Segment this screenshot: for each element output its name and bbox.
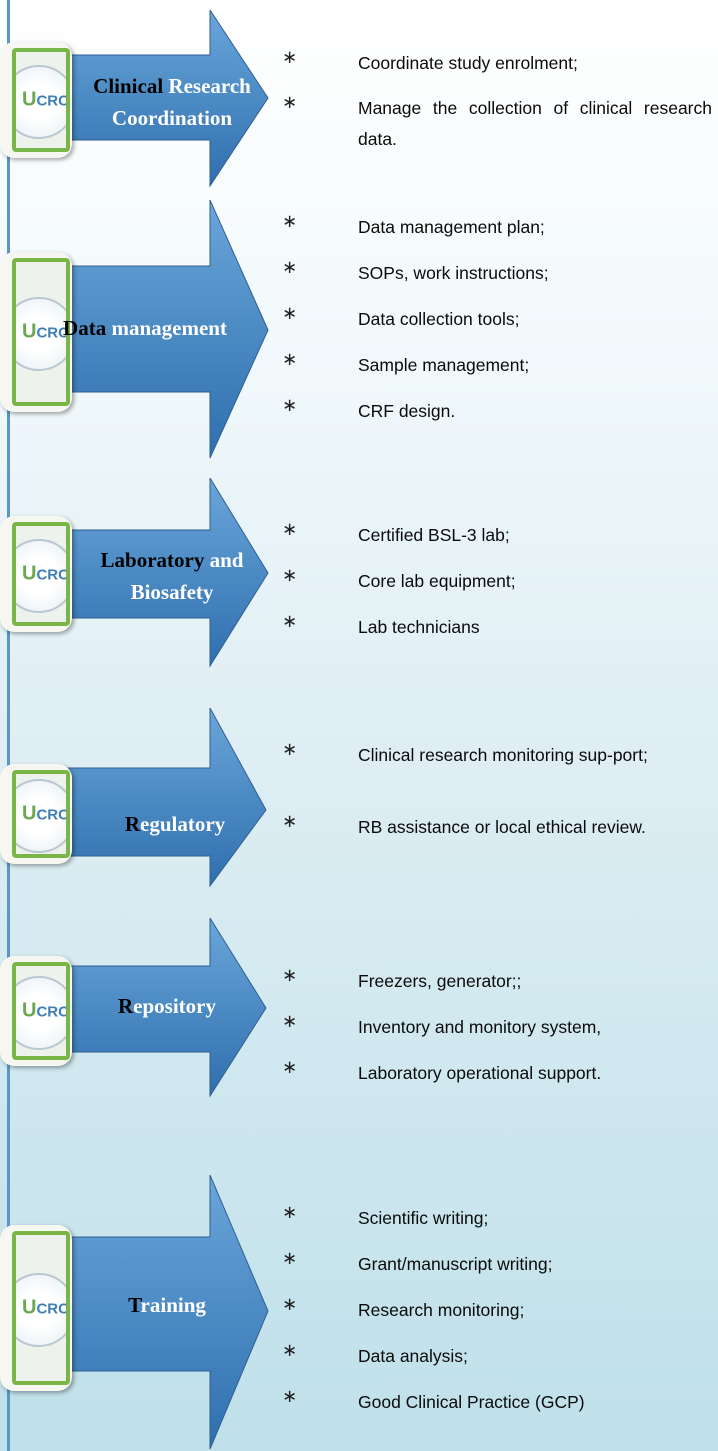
bullet-icon: ∗	[282, 1011, 298, 1032]
item-text: Manage the collection of clinical resear…	[358, 98, 712, 149]
logo-text-crc: CRC	[36, 324, 69, 342]
item-text: Clinical research monitoring sup-port;	[358, 745, 648, 765]
section-training: UCRC Training ∗ Scientific writing; ∗ Gran…	[0, 1175, 718, 1451]
item-text: Research monitoring;	[358, 1300, 525, 1320]
item-text: Lab technicians	[358, 617, 480, 637]
section-clinical-research-coordination: UCRC Clinical Research Coordination ∗ Co…	[0, 10, 718, 190]
section-title: Laboratory and Biosafety	[82, 544, 262, 608]
item-text: SOPs, work instructions;	[358, 263, 549, 283]
title-rest: epository	[133, 994, 216, 1018]
title-line2: Biosafety	[130, 580, 214, 604]
section-data-management: UCRC Data management ∗ Data management pl…	[0, 200, 718, 460]
bullet-icon: ∗	[282, 1202, 298, 1223]
title-first: Data	[63, 316, 107, 340]
title-rest: management	[106, 316, 227, 340]
logo-text-crc: CRC	[36, 92, 69, 110]
item-text: CRF design.	[358, 401, 456, 421]
bullet-icon: ∗	[282, 1340, 298, 1361]
logo-text: UCRC	[22, 562, 69, 585]
title-rest: egulatory	[140, 812, 226, 836]
item-text: Certified BSL-3 lab;	[358, 525, 510, 545]
logo-text-crc: CRC	[36, 1300, 69, 1318]
ucrc-logo: UCRC	[0, 516, 72, 632]
bullet-icon: ∗	[282, 611, 298, 632]
section-title: Training	[82, 1289, 252, 1321]
bullet-icon: ∗	[282, 211, 298, 232]
bullet-icon: ∗	[282, 303, 298, 324]
logo-text: UCRC	[22, 1296, 69, 1319]
bullet-icon: ∗	[282, 395, 298, 416]
item-text: Core lab equipment;	[358, 571, 516, 591]
item-text: Data collection tools;	[358, 309, 520, 329]
title-first: R	[118, 994, 134, 1018]
logo-text: UCRC	[22, 88, 69, 111]
bullet-icon: ∗	[282, 47, 298, 68]
item-text: Inventory and monitory system,	[358, 1017, 602, 1037]
logo-text: UCRC	[22, 999, 69, 1022]
title-line2: Coordination	[111, 106, 233, 130]
title-rest: and	[204, 548, 244, 572]
bullet-icon: ∗	[282, 1057, 298, 1078]
section-title: Repository	[82, 990, 252, 1022]
bullet-icon: ∗	[282, 519, 298, 540]
title-rest: raining	[140, 1293, 206, 1317]
item-text: Sample management;	[358, 355, 530, 375]
item-text: Grant/manuscript writing;	[358, 1254, 553, 1274]
logo-text-crc: CRC	[36, 806, 69, 824]
ucrc-logo: UCRC	[0, 764, 72, 864]
ucrc-logo: UCRC	[0, 252, 72, 412]
section-laboratory-biosafety: UCRC Laboratory and Biosafety ∗ Certified…	[0, 478, 718, 668]
item-text: Data management plan;	[358, 217, 545, 237]
item-text: RB assistance or local ethical review.	[358, 817, 646, 837]
section-regulatory: UCRC Regulatory ∗ Clinical research monit…	[0, 708, 718, 888]
title-first: Laboratory	[100, 548, 205, 572]
bullet-icon: ∗	[282, 1386, 298, 1407]
item-text: Scientific writing;	[358, 1208, 489, 1228]
title-first: Clinical	[93, 74, 164, 98]
bullet-icon: ∗	[282, 1294, 298, 1315]
section-title: Regulatory	[90, 808, 260, 840]
logo-text: UCRC	[22, 802, 69, 825]
logo-text: UCRC	[22, 320, 69, 343]
ucrc-logo: UCRC	[0, 1225, 72, 1391]
title-first: T	[128, 1293, 141, 1317]
bullet-icon: ∗	[282, 257, 298, 278]
bullet-icon: ∗	[282, 965, 298, 986]
section-title: Data management	[20, 312, 270, 344]
section-title: Clinical Research Coordination	[82, 70, 262, 134]
logo-text-crc: CRC	[36, 566, 69, 584]
title-rest: Research	[163, 74, 251, 98]
item-text: Laboratory operational support.	[358, 1063, 602, 1083]
bullet-icon: ∗	[282, 811, 298, 832]
title-first: R	[124, 812, 140, 836]
ucrc-logo: UCRC	[0, 956, 72, 1066]
bullet-icon: ∗	[282, 349, 298, 370]
bullet-icon: ∗	[282, 565, 298, 586]
item-text: Data analysis;	[358, 1346, 468, 1366]
logo-text-crc: CRC	[36, 1003, 69, 1021]
bullet-icon: ∗	[282, 92, 298, 113]
item-text: Freezers, generator;;	[358, 971, 522, 991]
item-text: Good Clinical Practice (GCP)	[358, 1392, 585, 1412]
bullet-icon: ∗	[282, 1248, 298, 1269]
bullet-icon: ∗	[282, 739, 298, 760]
section-repository: UCRC Repository ∗ Freezers, generator;; ∗…	[0, 918, 718, 1098]
item-text: Coordinate study enrolment;	[358, 53, 578, 73]
ucrc-logo: UCRC	[0, 42, 72, 158]
left-rail	[7, 0, 10, 1451]
